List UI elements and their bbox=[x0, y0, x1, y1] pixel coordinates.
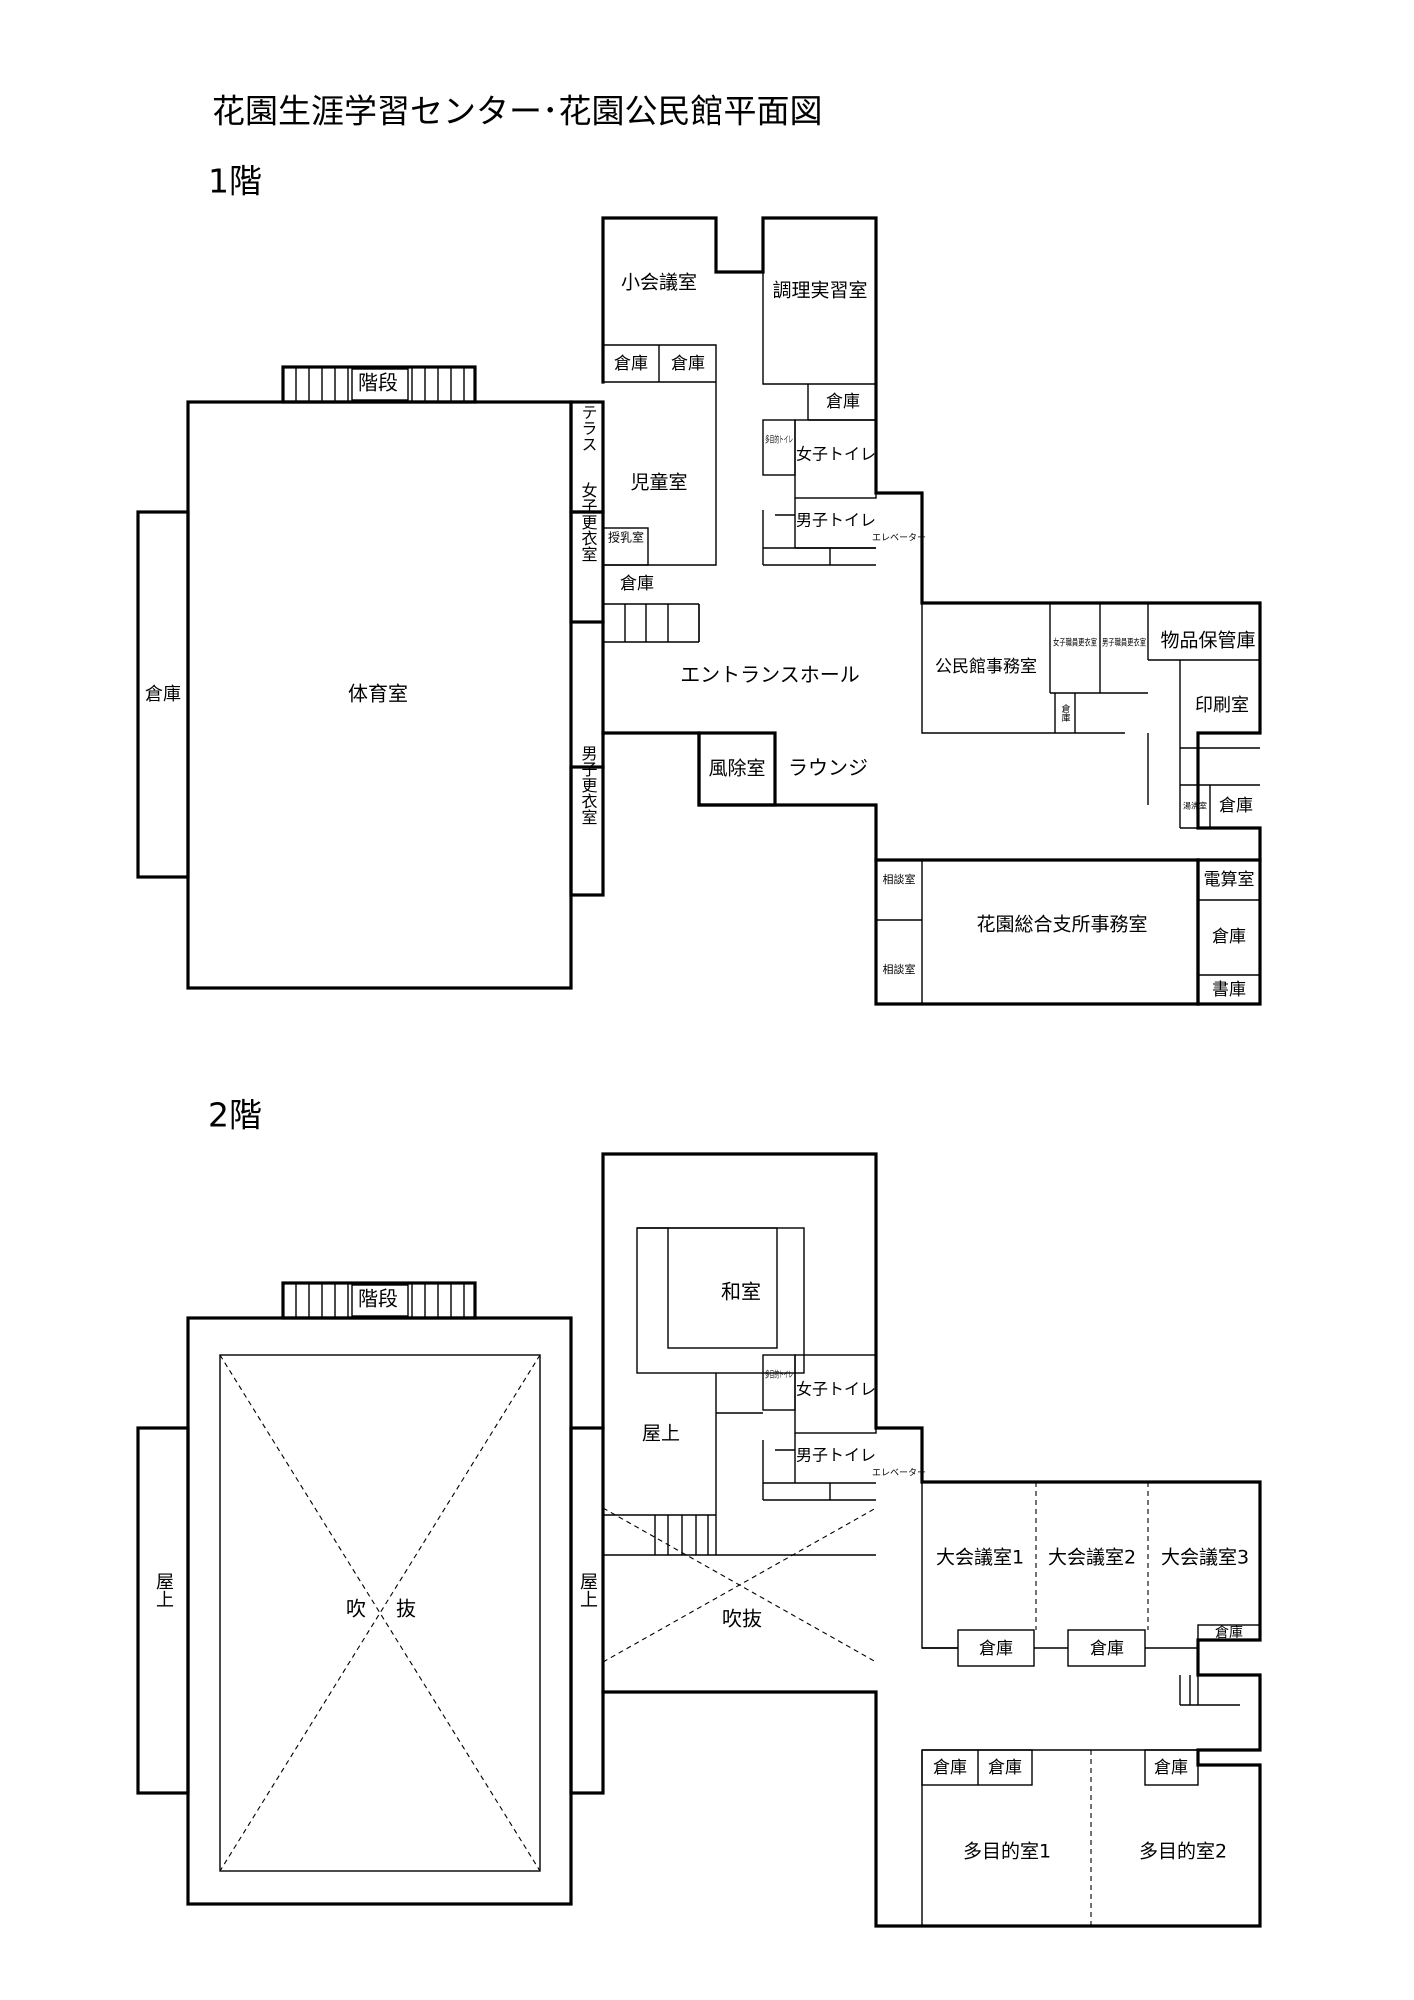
f2-roof-mid-label: 屋上 bbox=[577, 1572, 598, 1608]
f1-goods-storage-label: 物品保管庫 bbox=[1160, 630, 1255, 652]
f2-womens-toilet-label: 女子トイレ bbox=[796, 1380, 876, 1399]
f1-gym-label: 体育室 bbox=[348, 682, 408, 706]
gym-storage-walls bbox=[136, 510, 190, 879]
f2-roof-left-label: 屋上 bbox=[153, 1572, 174, 1608]
f1-cooking-room-label: 調理実習室 bbox=[772, 280, 867, 302]
f2-large-meeting-2-label: 大会議室2 bbox=[1048, 1547, 1136, 1569]
f1-multipurpose-toilet-label: 多目的トイレ bbox=[765, 434, 793, 446]
f1-storage-b-label: 倉庫 bbox=[671, 354, 705, 374]
f1-storage-a-label: 倉庫 bbox=[614, 354, 648, 374]
f2-storage-4-label: 倉庫 bbox=[933, 1758, 967, 1778]
f1-branch-office-label: 花園総合支所事務室 bbox=[976, 914, 1147, 936]
f1-mens-locker-label: 男子更衣室 bbox=[579, 745, 598, 825]
f2-storage-6-label: 倉庫 bbox=[1154, 1758, 1188, 1778]
f2-japanese-room-label: 和室 bbox=[721, 1280, 761, 1304]
f2-void-left-a-label: 吹 bbox=[346, 1597, 366, 1621]
stairs1-steps bbox=[295, 367, 465, 402]
f1-stairs-label: 階段 bbox=[358, 371, 398, 395]
f1-consult-1-label: 相談室 bbox=[883, 872, 916, 886]
f1-male-staff-locker-label: 男子職員更衣室 bbox=[1102, 637, 1146, 649]
f1-mens-toilet-label: 男子トイレ bbox=[796, 511, 876, 530]
f1-hot-water-room-label: 湯沸室 bbox=[1183, 801, 1207, 811]
f1-office-storage-label: 倉庫 bbox=[1060, 703, 1071, 723]
f2-elevator-label: エレベーター bbox=[872, 1468, 926, 1479]
f1-archive-label: 書庫 bbox=[1212, 980, 1246, 1000]
stairs2-steps bbox=[295, 1283, 465, 1318]
floor2-label: 2階 bbox=[208, 1096, 262, 1135]
floor2-plan: 階段 吹 抜 屋上 屋上 屋上 和室 多目的トイレ 女子トイレ 男子トイレ エレ… bbox=[136, 1152, 1262, 1928]
f2-storage-3-label: 倉庫 bbox=[1215, 1624, 1243, 1641]
f2-void-center-label: 吹抜 bbox=[722, 1607, 762, 1631]
f2-storage-5-label: 倉庫 bbox=[988, 1758, 1022, 1778]
f1-storage-d-label: 倉庫 bbox=[826, 392, 860, 412]
f2-multipurpose-toilet-label: 多目的トイレ bbox=[765, 1369, 793, 1381]
f1-womens-locker-label: 女子更衣室 bbox=[579, 481, 598, 562]
f1-printing-room-label: 印刷室 bbox=[1195, 695, 1249, 716]
f1-consult-2-label: 相談室 bbox=[883, 962, 916, 976]
f2-storage-2-label: 倉庫 bbox=[1090, 1639, 1124, 1659]
f1-lounge-label: ラウンジ bbox=[788, 756, 868, 780]
f1-entrance-hall-label: エントランスホール bbox=[680, 663, 860, 687]
floor1-plan: 階段 体育室 倉庫 テラス 女子更衣室 男子更衣室 小会議室 倉庫 倉庫 児童室… bbox=[136, 216, 1262, 1006]
f1-gym-storage-label: 倉庫 bbox=[145, 684, 181, 705]
f1-childrens-room-label: 児童室 bbox=[630, 472, 687, 494]
floor1-label: 1階 bbox=[208, 162, 262, 201]
page-title: 花園生涯学習センター･花園公民館平面図 bbox=[212, 92, 823, 131]
f2-roof-center-label: 屋上 bbox=[642, 1423, 680, 1445]
f2-storage-1-label: 倉庫 bbox=[979, 1639, 1013, 1659]
f2-stairs-label: 階段 bbox=[358, 1287, 398, 1311]
f1-elevator-label: エレベーター bbox=[872, 533, 926, 544]
f1-windbreak-label: 風除室 bbox=[708, 758, 765, 780]
f2-large-meeting-1-label: 大会議室1 bbox=[936, 1547, 1024, 1569]
f1-kominkan-office-label: 公民館事務室 bbox=[935, 657, 1037, 677]
f2-mens-toilet-label: 男子トイレ bbox=[796, 1446, 876, 1465]
f2-large-meeting-3-label: 大会議室3 bbox=[1161, 1547, 1249, 1569]
f1-storage-f-label: 倉庫 bbox=[1212, 927, 1246, 947]
f1-nursing-room-label: 授乳室 bbox=[608, 530, 644, 545]
stairs1-walls bbox=[281, 365, 477, 404]
f1-storage-e-label: 倉庫 bbox=[1219, 796, 1253, 816]
f1-terrace-label: テラス bbox=[579, 404, 598, 452]
f1-small-meeting-label: 小会議室 bbox=[621, 272, 697, 294]
f1-female-staff-locker-label: 女子職員更衣室 bbox=[1053, 637, 1097, 649]
f2-multipurpose-1-label: 多目的室1 bbox=[963, 1841, 1051, 1863]
f2-multipurpose-2-label: 多目的室2 bbox=[1139, 1841, 1227, 1863]
f2-void-left-b-label: 抜 bbox=[396, 1597, 416, 1621]
f1-storage-c-label: 倉庫 bbox=[620, 574, 654, 594]
f1-computer-room-label: 電算室 bbox=[1204, 870, 1255, 890]
f1-womens-toilet-label: 女子トイレ bbox=[796, 445, 876, 464]
